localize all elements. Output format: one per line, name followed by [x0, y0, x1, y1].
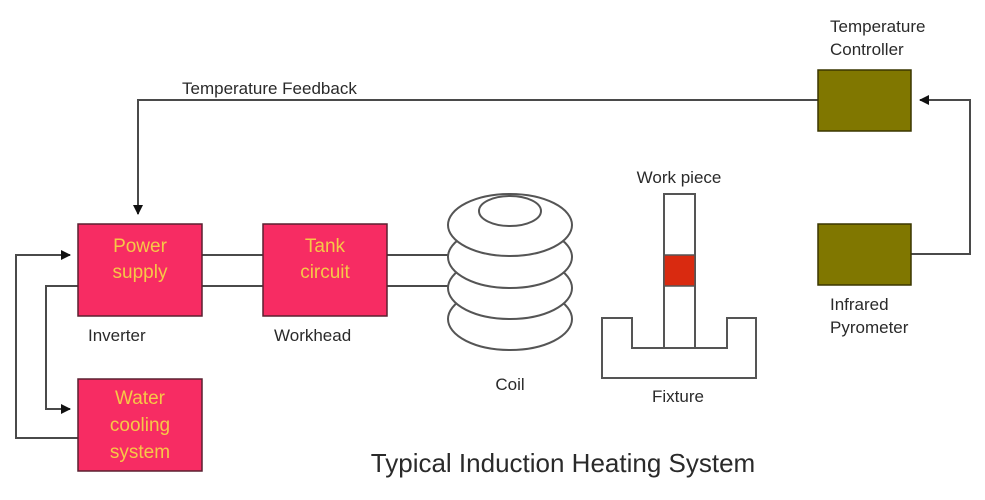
cooling-return-connector: [15, 250, 78, 439]
tank-circuit-line-2: circuit: [300, 262, 350, 283]
diagram-title: Typical Induction Heating System: [371, 448, 755, 478]
water-cooling-block: Water cooling system: [77, 378, 203, 472]
cooling-supply-connector: [45, 285, 78, 414]
infrared-pyrometer-caption-1: Infrared: [830, 295, 889, 314]
feedback-label: Temperature Feedback: [182, 79, 357, 98]
tank-circuit-line-1: Tank: [305, 236, 346, 257]
pyrometer-to-controller-connector: [911, 95, 971, 255]
water-cooling-line-3: system: [110, 442, 170, 463]
workhead-caption: Workhead: [274, 326, 351, 345]
water-cooling-line-2: cooling: [110, 415, 170, 436]
infrared-pyrometer-block: [817, 223, 912, 286]
heated-zone: [663, 254, 696, 287]
tank-circuit-block: Tank circuit: [262, 223, 388, 317]
water-cooling-line-1: Water: [115, 388, 166, 409]
coil-icon: [447, 193, 573, 351]
work-piece-caption: Work piece: [637, 168, 722, 187]
power-supply-line-1: Power: [113, 236, 168, 257]
infrared-pyrometer-caption-2: Pyrometer: [830, 318, 909, 337]
power-supply-block: Power supply: [77, 223, 203, 317]
temperature-controller-block: [817, 69, 912, 132]
feedback-connector: [133, 99, 818, 215]
temperature-controller-caption-2: Controller: [830, 40, 904, 59]
power-supply-line-2: supply: [113, 262, 168, 283]
fixture-caption: Fixture: [652, 387, 704, 406]
inverter-caption: Inverter: [88, 326, 146, 345]
temperature-controller-caption-1: Temperature: [830, 17, 925, 36]
work-piece-icon: [663, 193, 696, 349]
coil-caption: Coil: [495, 375, 524, 394]
